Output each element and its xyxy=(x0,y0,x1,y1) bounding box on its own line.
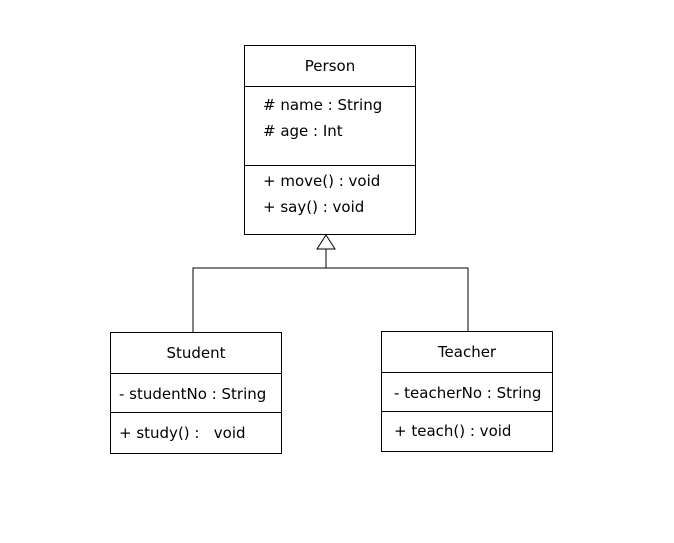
student-methods-compartment: + study() : void xyxy=(111,413,281,453)
person-attribute-age: # age : Int xyxy=(263,122,343,140)
person-method-say: + say() : void xyxy=(263,198,365,216)
person-methods-compartment: + move() : void + say() : void xyxy=(245,166,415,234)
student-attribute-studentno: - studentNo : String xyxy=(119,385,267,403)
person-attributes-compartment: # name : String # age : Int xyxy=(245,87,415,166)
student-attributes-compartment: - studentNo : String xyxy=(111,374,281,413)
teacher-generalization-line xyxy=(326,267,469,331)
person-class-box[interactable]: Person # name : String # age : Int + mov… xyxy=(244,45,416,235)
teacher-class-box[interactable]: Teacher - teacherNo : String + teach() :… xyxy=(381,331,553,452)
student-generalization-line xyxy=(192,267,326,332)
student-method-study: + study() : void xyxy=(119,424,246,442)
person-method-move: + move() : void xyxy=(263,172,381,190)
student-class-box[interactable]: Student - studentNo : String + study() :… xyxy=(110,332,282,454)
teacher-class-name: Teacher xyxy=(382,332,552,373)
person-class-name: Person xyxy=(245,46,415,87)
teacher-attributes-compartment: - teacherNo : String xyxy=(382,373,552,412)
person-attribute-name: # name : String xyxy=(263,96,383,114)
inheritance-arrowhead-icon xyxy=(316,234,336,250)
teacher-attribute-teacherno: - teacherNo : String xyxy=(394,384,542,402)
student-class-name: Student xyxy=(111,333,281,374)
teacher-methods-compartment: + teach() : void xyxy=(382,412,552,451)
teacher-method-teach: + teach() : void xyxy=(394,422,512,440)
